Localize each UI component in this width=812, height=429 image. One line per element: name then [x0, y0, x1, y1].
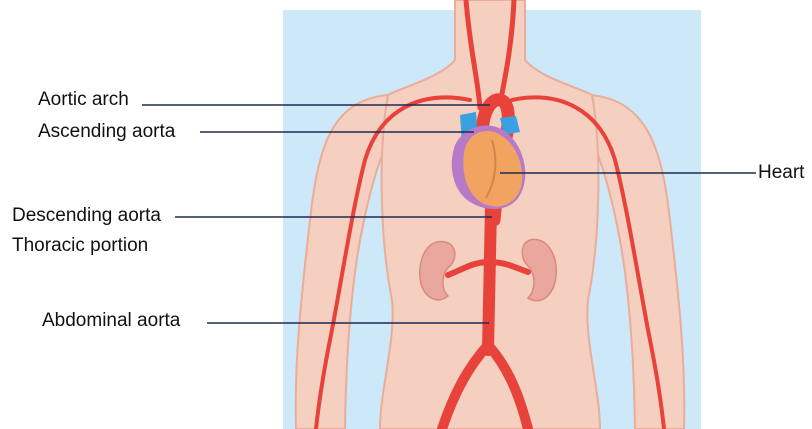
label-descending-aorta: Descending aorta [12, 205, 161, 227]
label-abdominal-aorta: Abdominal aorta [42, 310, 180, 332]
label-thoracic-portion: Thoracic portion [12, 235, 148, 257]
label-aortic-arch: Aortic arch [38, 89, 129, 111]
label-heart: Heart [758, 162, 804, 184]
label-ascending-aorta: Ascending aorta [38, 121, 175, 143]
